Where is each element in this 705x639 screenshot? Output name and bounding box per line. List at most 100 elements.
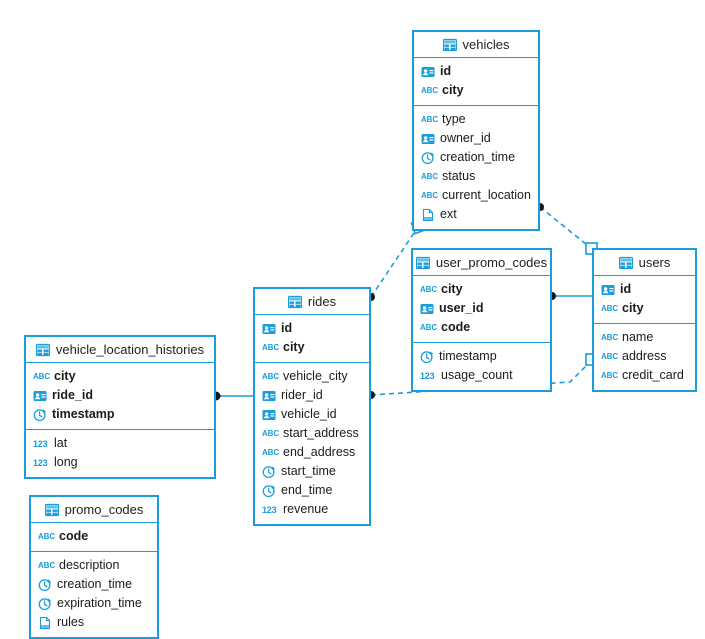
field-row[interactable]: owner_id bbox=[414, 129, 538, 148]
abc-icon: ABC bbox=[421, 190, 439, 200]
field-name: vehicle_id bbox=[281, 407, 337, 422]
field-row[interactable]: JSON ext bbox=[414, 205, 538, 224]
primary-key-section: ABC code bbox=[31, 523, 157, 552]
123-icon: 123 bbox=[33, 438, 48, 449]
table-name: vehicles bbox=[462, 37, 510, 52]
id-card-icon bbox=[421, 132, 435, 146]
link-vehiclelocationhistories-rides[interactable] bbox=[211, 391, 254, 401]
field-row[interactable]: JSON rules bbox=[31, 613, 157, 632]
clock-icon bbox=[38, 597, 52, 611]
abc-icon: ABC bbox=[421, 171, 439, 181]
abc-icon: ABC bbox=[420, 284, 438, 294]
table-user-promo-codes[interactable]: user_promo_codes ABC city user_id ABC co… bbox=[411, 248, 552, 392]
field-row[interactable]: ABC city bbox=[413, 280, 550, 299]
field-row[interactable]: ABC address bbox=[594, 347, 695, 366]
table-header: rides bbox=[255, 289, 369, 315]
field-row[interactable]: id bbox=[594, 280, 695, 299]
abc-icon: ABC bbox=[33, 371, 51, 381]
table-users[interactable]: users id ABC city ABC name ABC address A… bbox=[592, 248, 697, 392]
field-row[interactable]: id bbox=[255, 319, 369, 338]
link-userpromocodes-users[interactable] bbox=[548, 292, 596, 300]
primary-key-section: ABC city ride_id timestamp bbox=[26, 363, 214, 430]
field-row[interactable]: expiration_time bbox=[31, 594, 157, 613]
field-row[interactable]: creation_time bbox=[414, 148, 538, 167]
field-row[interactable]: ABC code bbox=[413, 318, 550, 337]
field-row[interactable]: ABC city bbox=[594, 299, 695, 318]
table-header: vehicles bbox=[414, 32, 538, 58]
field-name: rules bbox=[57, 615, 85, 630]
field-row[interactable]: 123 revenue bbox=[255, 500, 369, 519]
field-row[interactable]: 123 long bbox=[26, 453, 214, 472]
id-card-icon bbox=[262, 408, 276, 422]
table-rides[interactable]: rides id ABC city ABC vehicle_city rider… bbox=[253, 287, 371, 526]
field-row[interactable]: ABC status bbox=[414, 167, 538, 186]
123-icon: 123 bbox=[420, 370, 435, 381]
field-row[interactable]: ABC start_address bbox=[255, 424, 369, 443]
field-row[interactable]: start_time bbox=[255, 462, 369, 481]
abc-icon: ABC bbox=[601, 351, 619, 361]
field-name: city bbox=[622, 301, 644, 316]
field-row[interactable]: ABC end_address bbox=[255, 443, 369, 462]
field-name: id bbox=[620, 282, 632, 297]
field-name: timestamp bbox=[52, 407, 115, 422]
field-row[interactable]: ABC code bbox=[31, 527, 157, 546]
table-name: vehicle_location_histories bbox=[55, 342, 205, 357]
field-name: creation_time bbox=[57, 577, 133, 592]
field-row[interactable]: id bbox=[414, 62, 538, 81]
field-row[interactable]: end_time bbox=[255, 481, 369, 500]
id-card-icon bbox=[262, 322, 276, 336]
field-row[interactable]: ABC city bbox=[414, 81, 538, 100]
table-promo-codes[interactable]: promo_codes ABC code ABC description cre… bbox=[29, 495, 159, 639]
field-name: revenue bbox=[283, 502, 329, 517]
field-row[interactable]: ABC type bbox=[414, 110, 538, 129]
primary-key-section: ABC city user_id ABC code bbox=[413, 276, 550, 343]
field-row[interactable]: ride_id bbox=[26, 386, 214, 405]
abc-icon: ABC bbox=[420, 322, 438, 332]
field-row[interactable]: user_id bbox=[413, 299, 550, 318]
field-name: credit_card bbox=[622, 368, 684, 383]
table-name: promo_codes bbox=[64, 502, 144, 517]
field-name: rider_id bbox=[281, 388, 323, 403]
field-row[interactable]: ABC current_location bbox=[414, 186, 538, 205]
table-vehicle-location-histories[interactable]: vehicle_location_histories ABC city ride… bbox=[24, 335, 216, 479]
field-row[interactable]: creation_time bbox=[31, 575, 157, 594]
abc-icon: ABC bbox=[262, 371, 280, 381]
field-row[interactable]: ABC city bbox=[255, 338, 369, 357]
column-section: ABC vehicle_city rider_id vehicle_id ABC… bbox=[255, 363, 369, 524]
json-file-icon: JSON bbox=[38, 616, 52, 630]
field-row[interactable]: rider_id bbox=[255, 386, 369, 405]
field-row[interactable]: timestamp bbox=[413, 347, 550, 366]
table-icon bbox=[35, 343, 50, 357]
clock-icon bbox=[421, 151, 435, 165]
clock-icon bbox=[38, 578, 52, 592]
field-name: vehicle_city bbox=[283, 369, 348, 384]
field-name: code bbox=[441, 320, 471, 335]
field-row[interactable]: ABC description bbox=[31, 556, 157, 575]
field-row[interactable]: ABC city bbox=[26, 367, 214, 386]
field-name: city bbox=[54, 369, 76, 384]
abc-icon: ABC bbox=[38, 560, 56, 570]
table-icon bbox=[442, 38, 457, 52]
primary-key-section: id ABC city bbox=[594, 276, 695, 324]
table-header: users bbox=[594, 250, 695, 276]
field-name: name bbox=[622, 330, 654, 345]
id-card-icon bbox=[420, 302, 434, 316]
field-row[interactable]: ABC vehicle_city bbox=[255, 367, 369, 386]
field-name: expiration_time bbox=[57, 596, 142, 611]
table-vehicles[interactable]: vehicles id ABC city ABC type owner_id bbox=[412, 30, 540, 231]
field-row[interactable]: ABC name bbox=[594, 328, 695, 347]
field-row[interactable]: 123 lat bbox=[26, 434, 214, 453]
clock-icon bbox=[420, 350, 434, 364]
link-vehicles-users[interactable] bbox=[536, 203, 598, 255]
field-name: description bbox=[59, 558, 120, 573]
table-name: users bbox=[638, 255, 671, 270]
svg-text:JSON: JSON bbox=[424, 217, 432, 221]
field-row[interactable]: 123 usage_count bbox=[413, 366, 550, 385]
field-row[interactable]: vehicle_id bbox=[255, 405, 369, 424]
abc-icon: ABC bbox=[601, 332, 619, 342]
field-row[interactable]: ABC credit_card bbox=[594, 366, 695, 385]
field-row[interactable]: timestamp bbox=[26, 405, 214, 424]
table-icon bbox=[415, 256, 430, 270]
field-name: city bbox=[441, 282, 463, 297]
